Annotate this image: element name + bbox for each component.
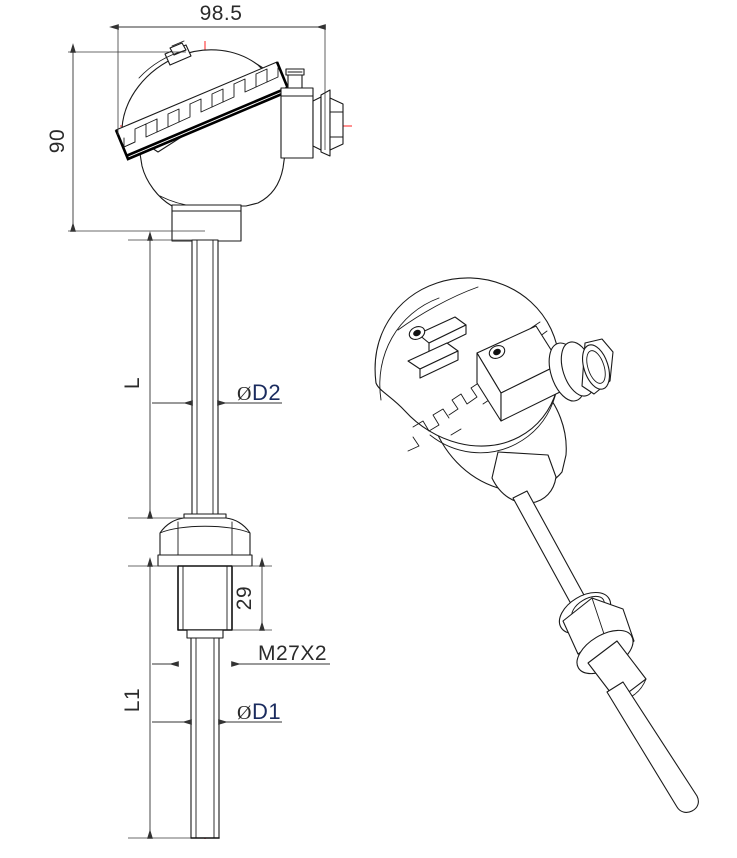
gland-nut-hex xyxy=(329,97,344,151)
dim-label-thread-spec: M27X2 xyxy=(258,642,327,665)
cable-gland xyxy=(280,68,344,159)
front-elevation-view: 98.5 90 L Ø D2 29 xyxy=(46,2,352,845)
upper-stem xyxy=(191,239,219,521)
gland-screw xyxy=(285,68,305,89)
dimension-length-stem: L xyxy=(121,231,192,519)
iso-terminal-bar-1-side xyxy=(428,324,467,353)
dimension-thread-length: 29 xyxy=(232,557,272,631)
iso-gland-screw-slot xyxy=(493,348,501,356)
dimension-diameter-stem: Ø D2 xyxy=(152,380,282,406)
head-neck xyxy=(171,204,242,242)
lid-fastener-slot xyxy=(171,40,185,47)
thread-body-rect xyxy=(177,565,233,631)
stem-tube xyxy=(191,239,219,521)
dimension-height-head: 90 xyxy=(46,43,205,232)
gland-nut-ring2 xyxy=(320,89,331,157)
dim-label-width-overall: 98.5 xyxy=(200,2,243,25)
dimension-diameter-probe: Ø D1 xyxy=(152,699,282,725)
threaded-body xyxy=(177,565,233,639)
lid-knurl-band xyxy=(114,61,291,161)
probe-sheath xyxy=(190,637,220,839)
gland-nut-ring1 xyxy=(312,96,322,151)
iso-terminal-screw-slot xyxy=(413,329,421,337)
iso-hex-fitting xyxy=(558,591,647,702)
iso-probe-sheath xyxy=(606,681,699,813)
thread-shoulder xyxy=(186,629,224,639)
dim-label-length-insertion: L1 xyxy=(121,688,144,712)
dim-label-length-stem: L xyxy=(121,377,144,389)
knurl-band-edge-inner xyxy=(125,86,288,158)
gland-hex-nut xyxy=(312,89,344,157)
gland-screw-body xyxy=(287,73,303,89)
lid-rim-ledge xyxy=(138,49,187,79)
knurl-band-edge xyxy=(114,61,291,161)
hex-nut xyxy=(157,513,253,567)
iso-cable-gland xyxy=(476,325,614,422)
head-lid xyxy=(114,40,291,161)
hex-nut-flange xyxy=(157,554,253,567)
iso-probe-tube xyxy=(606,681,699,813)
probe-tube xyxy=(190,637,220,839)
iso-terminal-bar-2-side xyxy=(419,350,459,379)
dimension-width-overall: 98.5 xyxy=(109,2,326,150)
iso-gland-bore-inner xyxy=(586,350,606,384)
meander-pattern xyxy=(123,67,279,148)
dim-label-diameter-probe: D1 xyxy=(252,699,281,724)
dim-label-diameter-stem: D2 xyxy=(252,380,281,405)
neck-block xyxy=(171,204,242,242)
gland-body xyxy=(280,87,314,159)
iso-hexnut-edge-2 xyxy=(591,597,605,635)
iso-lid-wire xyxy=(397,286,479,331)
dim-label-height-head: 90 xyxy=(46,129,69,153)
diameter-symbol-D1: Ø xyxy=(237,702,251,724)
isometric-pictorial-view xyxy=(374,277,699,813)
iso-terminal-block xyxy=(397,286,479,379)
diameter-symbol-D2: Ø xyxy=(237,383,251,405)
hex-nut-body xyxy=(159,517,251,556)
dimension-length-insertion: L1 xyxy=(121,557,191,839)
dim-label-thread-length: 29 xyxy=(233,586,256,610)
iso-lid-rim-arc xyxy=(379,297,440,401)
dimension-thread-spec: M27X2 xyxy=(152,642,330,667)
iso-gland-bore-outer xyxy=(582,344,610,390)
hex-nut-chamfer-arc xyxy=(159,525,251,534)
